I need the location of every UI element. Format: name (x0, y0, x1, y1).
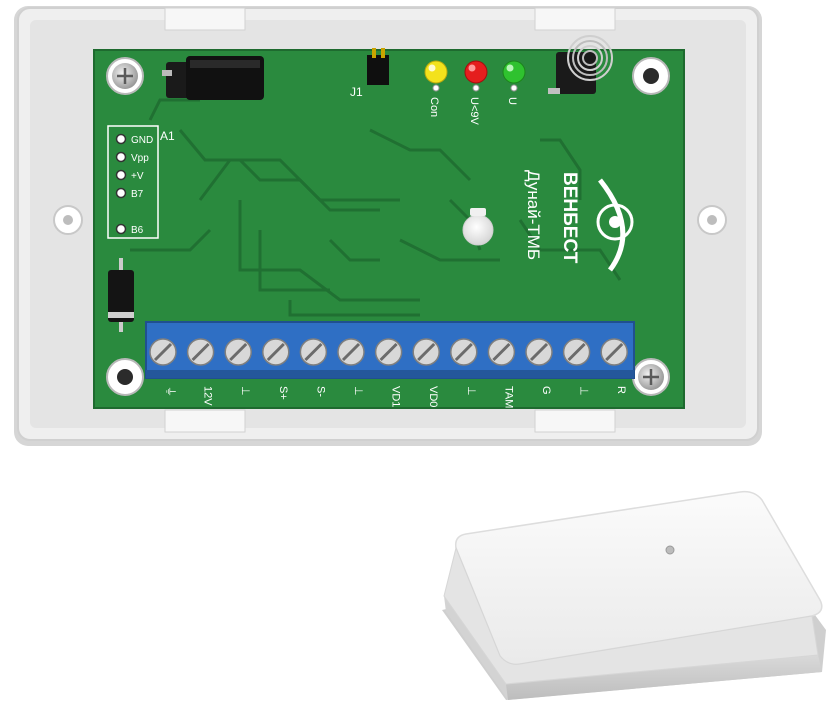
jumper-j1 (367, 48, 389, 85)
terminal-screw-slot-3 (229, 342, 248, 362)
terminal-label-8: VD0 (427, 386, 439, 407)
terminal-label-11: G (540, 386, 552, 395)
terminal-block: ⏚ 12V ⊥ S+ S- ⊥ VD1 VD0 ⊥ TAM G ⊥ R (145, 321, 635, 408)
connector-label: A1 (160, 129, 175, 143)
terminal-screw-slot-5 (304, 342, 323, 362)
terminal-screw-slot-1 (153, 342, 173, 362)
led-label-u: U (506, 97, 518, 105)
terminal-label-3: ⊥ (239, 386, 251, 396)
led-yellow (424, 60, 448, 92)
closed-enclosure (442, 490, 826, 700)
diode (108, 258, 134, 332)
terminal-label-6: ⊥ (352, 386, 364, 396)
terminal-label-7: VD1 (390, 386, 402, 407)
terminal-screw-slot-9 (454, 342, 473, 362)
pin-label-b7: B7 (131, 189, 144, 200)
jumper-label: J1 (350, 85, 363, 99)
tamper-spring-switch (548, 35, 613, 94)
terminal-screw-slot-8 (417, 342, 436, 362)
terminal-screw-slot-2 (191, 342, 210, 362)
model-name: Дунай-ТМБ (524, 170, 543, 260)
pin-label-gnd: GND (131, 135, 153, 146)
led-label-lowvolt: U<9V (468, 97, 480, 125)
led-red (464, 60, 488, 92)
terminal-screw-slot-7 (379, 342, 398, 362)
terminal-label-12: ⊥ (578, 386, 590, 396)
pin-label-v: +V (131, 171, 144, 182)
dc-power-jack (162, 56, 264, 100)
brand-logo (596, 178, 634, 272)
brand-name: ВЕНБЕСТ (559, 172, 580, 264)
mount-hole-bottom-left (106, 358, 144, 396)
terminal-screw-slot-4 (266, 342, 285, 362)
status-led-white (462, 208, 494, 246)
terminal-screw-slot-12 (567, 342, 586, 362)
led-green (502, 60, 526, 92)
terminal-label-9: ⊥ (465, 386, 477, 396)
pin-header (107, 125, 159, 239)
pin-label-vpp: Vpp (131, 153, 149, 164)
screw-top-left (106, 57, 144, 95)
terminal-screw-slot-6 (341, 342, 361, 362)
mount-hole-top-right (632, 57, 670, 95)
terminal-screw-slot-13 (605, 342, 624, 362)
terminal-label-2: 12V (202, 386, 214, 406)
terminal-screw-slot-10 (492, 342, 511, 362)
pin-label-b6: B6 (131, 225, 144, 236)
terminal-label-5: S- (314, 386, 326, 397)
led-label-con: Con (428, 97, 440, 117)
pcb-traces (130, 98, 622, 317)
terminal-label-1: ⏚ (164, 386, 177, 397)
terminal-label-13: R (615, 386, 627, 394)
terminal-label-10: TAM (502, 386, 514, 408)
terminal-screw-slot-11 (529, 342, 549, 362)
terminal-label-4: S+ (277, 386, 289, 400)
screw-bottom-right (632, 358, 670, 396)
